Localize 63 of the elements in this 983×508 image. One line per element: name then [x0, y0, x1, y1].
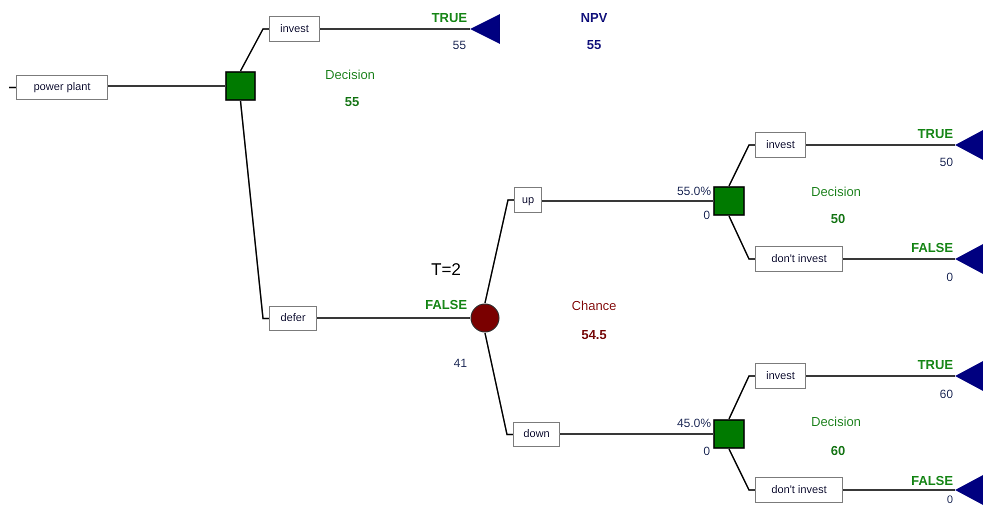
- decision-node-square: [225, 71, 256, 101]
- node-type-label: Chance: [570, 298, 618, 314]
- branch-line: [843, 258, 955, 260]
- time-label: T=2: [430, 260, 462, 280]
- node-type-label: Decision: [324, 67, 376, 83]
- branch-line: [542, 200, 713, 202]
- branch-line: [484, 199, 514, 304]
- expected-value: 55: [586, 37, 602, 53]
- terminal-node-triangle: [955, 244, 983, 274]
- branch-label-box: invest: [755, 363, 806, 389]
- payoff-value: 0: [946, 494, 953, 506]
- branch-line: [843, 489, 955, 491]
- branch-label-box: don't invest: [755, 477, 843, 503]
- expected-value: 50: [830, 211, 846, 227]
- branch-label-box: up: [514, 187, 542, 213]
- branch-line: [560, 433, 713, 435]
- branch-state-label: TRUE: [430, 10, 467, 26]
- branch-line: [806, 144, 955, 146]
- node-type-label: Decision: [810, 184, 862, 200]
- branch-state-label: FALSE: [424, 297, 467, 313]
- branch-state-label: FALSE: [910, 473, 953, 489]
- branch-state-label: TRUE: [916, 357, 953, 373]
- branch-line: [728, 375, 755, 420]
- payoff-value: 50: [938, 154, 953, 170]
- terminal-node-triangle: [955, 130, 983, 160]
- branch-state-label: TRUE: [916, 126, 953, 142]
- terminal-node-triangle: [955, 475, 983, 505]
- probability-label: 55.0%: [676, 183, 711, 199]
- value-heading: NPV: [580, 10, 608, 26]
- expected-value: 55: [344, 94, 360, 110]
- branch-label-box: invest: [269, 16, 320, 42]
- branch-line: [728, 216, 755, 260]
- payoff-value: 60: [938, 386, 953, 402]
- branch-line: [728, 448, 755, 491]
- branch-label-box: power plant: [16, 75, 108, 100]
- payoff-value: 0: [702, 443, 710, 459]
- branch-line: [9, 86, 16, 88]
- decision-node-square: [713, 419, 745, 449]
- chance-node-circle: [470, 303, 500, 333]
- branch-line: [317, 317, 470, 319]
- branch-line: [240, 28, 269, 72]
- terminal-node-triangle: [955, 361, 983, 391]
- branch-label-box: don't invest: [755, 246, 843, 272]
- branch-label-box: invest: [755, 132, 806, 158]
- payoff-value: 55: [452, 37, 466, 53]
- payoff-value: 0: [945, 269, 953, 285]
- probability-label: 45.0%: [676, 415, 711, 431]
- branch-line: [728, 144, 755, 186]
- branch-line: [806, 375, 955, 377]
- branch-line: [484, 332, 513, 436]
- branch-state-label: FALSE: [910, 240, 953, 256]
- expected-value: 60: [830, 443, 846, 459]
- branch-label-box: defer: [269, 306, 317, 331]
- branch-line: [320, 28, 470, 30]
- terminal-node-triangle: [470, 14, 500, 44]
- expected-value: 54.5: [580, 327, 608, 343]
- branch-line: [240, 100, 269, 320]
- node-type-label: Decision: [810, 414, 862, 430]
- decision-node-square: [713, 186, 745, 216]
- payoff-value: 0: [702, 207, 710, 223]
- payoff-value: 41: [452, 355, 467, 371]
- branch-label-box: down: [513, 422, 560, 447]
- branch-line: [108, 85, 225, 87]
